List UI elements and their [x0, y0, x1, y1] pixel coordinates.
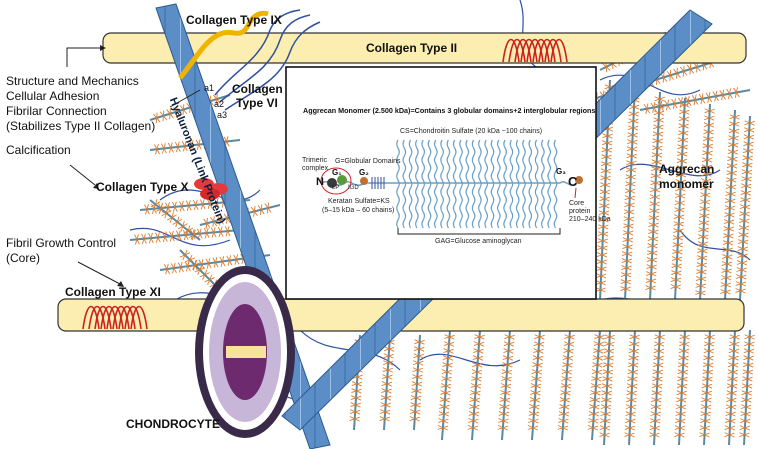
collagen-ix-strand	[178, 10, 269, 80]
a1-label: a1	[204, 83, 215, 93]
inset-cs: CS=Chondroitin Sulfate (20 kDa ~100 chai…	[400, 128, 543, 135]
collagen-vi-label-1: Collagen	[232, 82, 283, 96]
note-core: (Core)	[6, 251, 41, 265]
collagen-xi-label: Collagen Type XI	[65, 285, 161, 299]
inset-trimeric-1: Trimeric	[302, 157, 328, 164]
pointer-arrows	[66, 45, 201, 287]
collagen-x-label: Collagen Type X	[96, 180, 189, 194]
globular-domains	[320, 167, 583, 195]
gag-bracket	[397, 228, 561, 235]
inset-keratan-2: (5–15 kDa – 60 chains)	[322, 207, 395, 214]
note-structure: Structure and Mechanics	[6, 74, 139, 88]
aggrecan-label-2: monomer	[659, 177, 714, 191]
note-growth: Fibril Growth Control	[6, 236, 117, 250]
inset-c: C	[568, 174, 578, 189]
keratan-chains	[371, 177, 385, 189]
inset-gag: GAG=Glucose aminoglycan	[435, 238, 522, 245]
inset-g2: G₂	[359, 168, 369, 177]
collagen-x-shape	[194, 178, 228, 200]
inset-globular: G=Globular Domains	[335, 158, 401, 165]
inset-igd: IGD	[348, 185, 359, 191]
inset-g1: G₁	[332, 168, 342, 177]
inset-core-2: protein	[569, 208, 591, 215]
note-adhesion: Cellular Adhesion	[6, 89, 100, 103]
note-stabilizes: (Stabilizes Type II Collagen)	[6, 119, 156, 133]
note-calcification: Calcification	[6, 143, 71, 157]
inset-lp: LP	[332, 185, 340, 191]
chondrocyte-cell	[195, 266, 295, 438]
chondrocyte-label: CHONDROCYTE	[126, 417, 221, 431]
chondroitin-chains	[396, 139, 558, 229]
a3-label: a3	[217, 110, 228, 120]
inset-trimeric-2: complex	[302, 165, 329, 172]
note-fibrilar: Fibrilar Connection	[6, 104, 107, 118]
aggrecan-brushes	[129, 19, 755, 446]
collagen-ii-label: Collagen Type II	[366, 41, 458, 55]
core-arrow	[574, 187, 577, 199]
collagen-vi-label-2: Type VI	[236, 96, 278, 110]
collagen-vi-strands	[214, 9, 321, 111]
inset-g3: G₃	[556, 167, 566, 176]
inset-n: N	[316, 176, 324, 188]
inset-core-3: 210–240 kDa	[569, 216, 611, 223]
collagen-ix-label: Collagen Type IX	[186, 13, 282, 27]
red-collagen-bundles	[82, 38, 568, 330]
inset-keratan-1: Keratan Sulfate=KS	[328, 198, 390, 205]
inset-core-1: Core	[569, 200, 585, 207]
a2-label: a2	[214, 99, 225, 109]
aggrecan-label-1: Aggrecan	[659, 162, 715, 176]
inset-title: Aggrecan Monomer (2.500 kDa)=Contains 3 …	[303, 106, 596, 115]
